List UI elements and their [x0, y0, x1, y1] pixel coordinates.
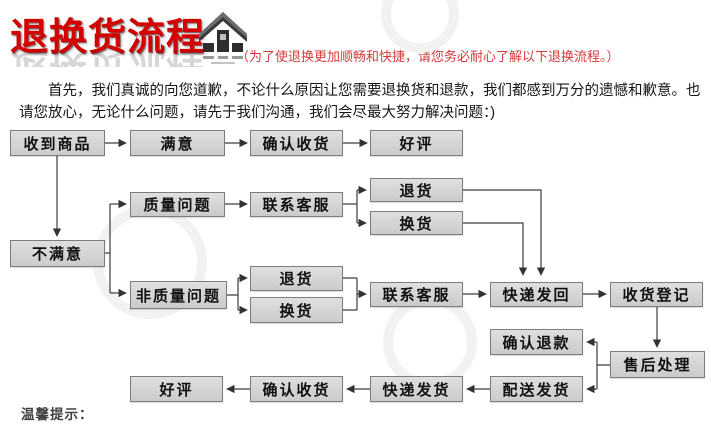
flow-node-ship-goods: 快递发货: [370, 376, 463, 402]
flow-node-quality-issue: 质量问题: [130, 192, 225, 217]
flow-node-exchange-nq: 换货: [250, 297, 343, 323]
flow-node-after-sales: 售后处理: [610, 351, 705, 378]
flow-node-contact-service-nq: 联系客服: [370, 282, 463, 307]
flow-node-return-q: 退货: [370, 178, 463, 202]
flow-node-confirm-receipt-2: 确认收货: [250, 376, 343, 402]
flow-node-confirm-refund: 确认退款: [490, 329, 583, 355]
flow-node-satisfied: 满意: [130, 130, 225, 156]
flow-node-receive-goods: 收到商品: [10, 130, 105, 156]
flow-node-good-review: 好评: [370, 130, 463, 156]
home-arrow-icon: [197, 10, 249, 73]
flow-node-non-quality-issue: 非质量问题: [130, 281, 227, 309]
flow-node-unsatisfied: 不满意: [10, 240, 105, 267]
intro-paragraph: 首先，我们真诚的向您道歉，不论什么原因让您需要退换货和退款，我们都感到万分的遗憾…: [19, 83, 701, 121]
flow-node-dispatch-goods: 配送发货: [490, 376, 583, 402]
flow-node-confirm-receipt: 确认收货: [250, 130, 343, 156]
header-note: （为了使退换更加顺畅和快捷，请您务必耐心了解以下退换流程。）: [236, 49, 620, 64]
flow-node-contact-service-q: 联系客服: [250, 192, 343, 217]
warm-tip-label: 温馨提示：: [21, 407, 94, 422]
flow-node-exchange-q: 换货: [370, 211, 463, 235]
flow-node-good-review-2: 好评: [130, 376, 223, 402]
flow-node-return-nq: 退货: [250, 266, 343, 291]
flow-node-ship-back: 快递发回: [490, 282, 583, 307]
page-title: 退换货流程: [10, 17, 206, 59]
flow-node-receipt-register: 收货登记: [610, 282, 703, 307]
